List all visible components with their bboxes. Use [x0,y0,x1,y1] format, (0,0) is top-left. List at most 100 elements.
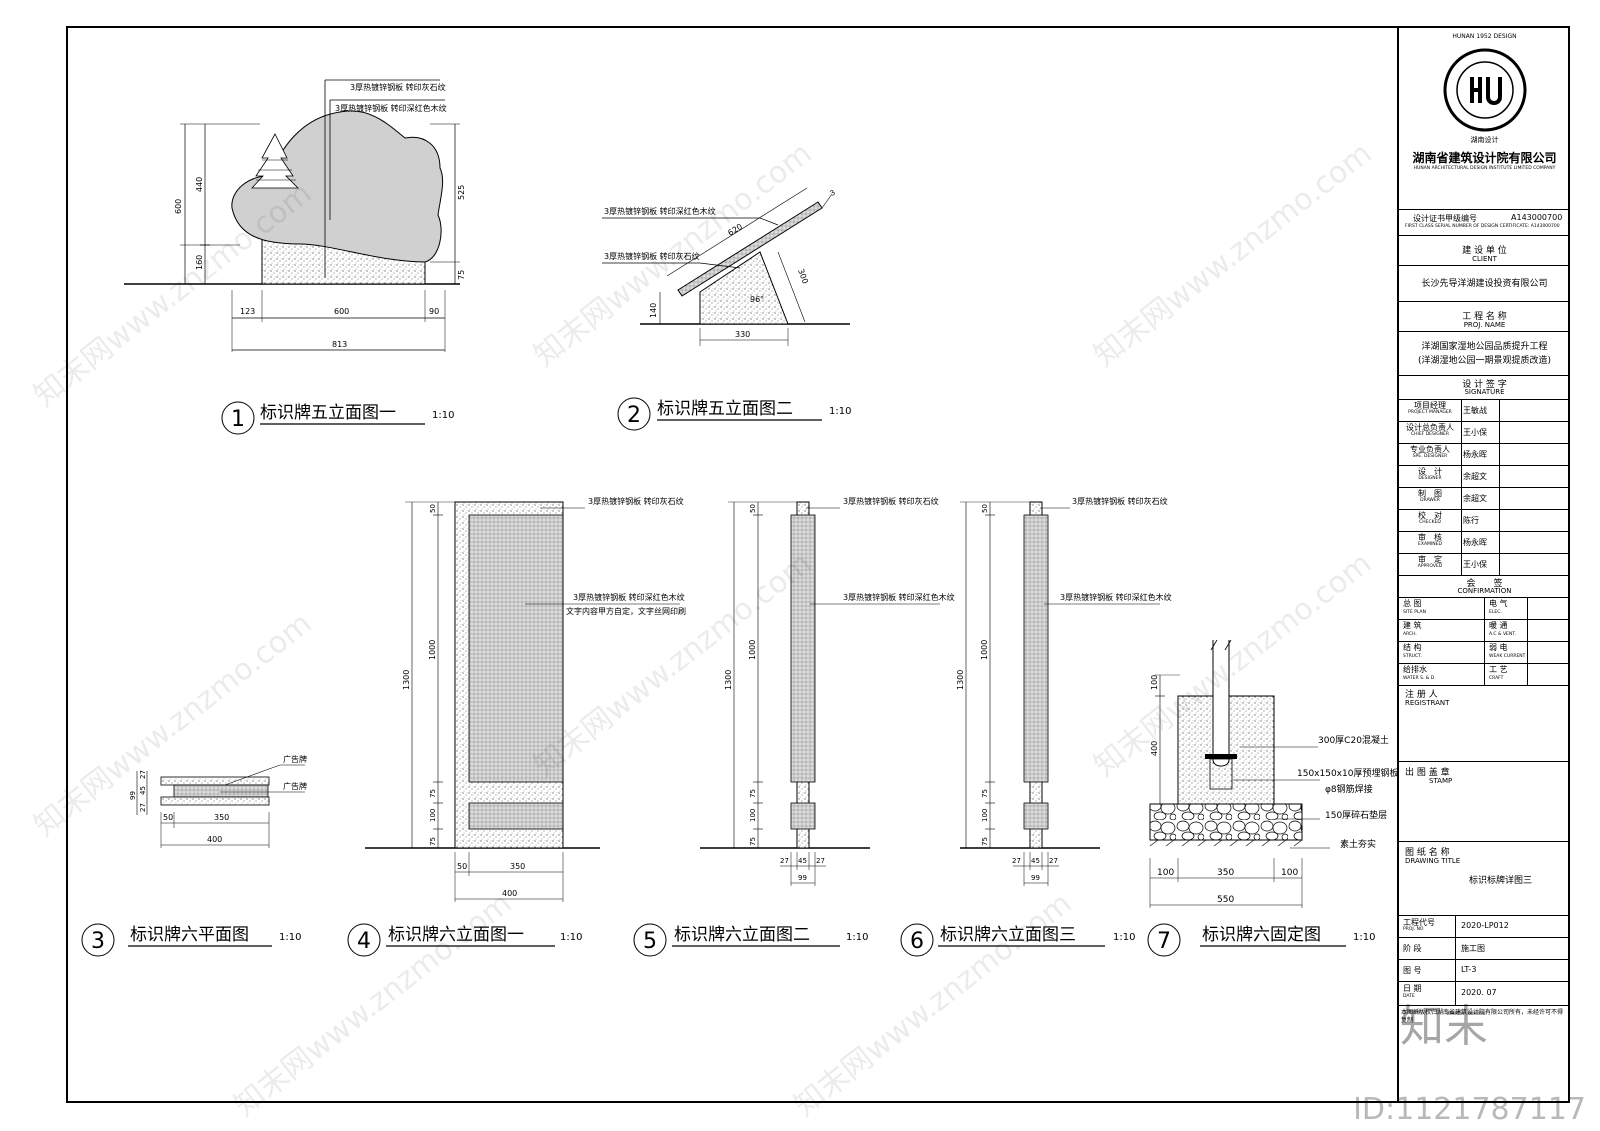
company-logo-icon [1443,48,1527,132]
cert-number: A143000700 [1511,213,1563,222]
stage-label: 阶 段 [1403,944,1422,953]
signature-name: 余超文 [1463,472,1487,481]
dim-v6-1000: 1000 [980,640,989,660]
dim-v3-400: 400 [207,835,222,844]
id-mark: ID:1121787117 [1353,1092,1586,1127]
view-2-elevation: 3厚热镀锌钢板 转印深红色木纹 3厚热镀锌钢板 转印灰石纹 620 3 300 … [602,187,851,431]
signature-name: 余超文 [1463,494,1487,503]
dim-v4-100: 100 [429,809,437,822]
dim-v1-75: 75 [457,270,466,280]
date-row: 日 期 DATE 2020. 07 [1399,981,1570,1006]
note-text-content: 文字内容甲方自定，文字丝网印刷 [566,606,686,616]
view-4-number: 4 [357,929,371,954]
dim-v5-45: 45 [798,857,807,865]
dim-v3-350: 350 [214,813,229,822]
registrant-label: 注 册 人 [1405,690,1438,700]
dim-v2-300: 300 [796,268,810,285]
dim-v2-angle: 96° [750,295,764,304]
dim-v5-1000: 1000 [748,640,757,660]
proj-name-line1: 洋湖国家湿地公园品质提升工程 [1421,342,1548,352]
sheet-frame [66,26,1570,1103]
dim-v5-75a: 75 [749,789,757,798]
dim-v1-600w: 600 [334,307,349,316]
proj-row: 洋湖国家湿地公园品质提升工程 (洋湖湿地公园一期景观提质改造) [1399,331,1570,376]
dim-v3-99: 99 [129,791,137,800]
note-grey-stone-1: 3厚热镀锌钢板 转印灰石纹 [350,82,446,92]
view-6-title: 标识牌六立面图三 [940,925,1076,945]
note-sign-board-a: 广告牌 [283,754,307,764]
note-red-wood-4: 3厚热镀锌钢板 转印深红色木纹 [573,592,685,602]
client-en: CLIENT [1472,255,1497,263]
signature-header: 设 计 签 字 SIGNATURE [1399,375,1570,400]
note-grey-stone-2: 3厚热镀锌钢板 转印灰石纹 [604,251,700,261]
dim-v1-123: 123 [240,307,255,316]
dim-v3-45: 45 [139,786,147,795]
dim-v5-75b: 75 [749,837,757,846]
dim-v6-75b: 75 [981,837,989,846]
dim-v4-75a: 75 [429,789,437,798]
dim-v1-160: 160 [195,255,204,270]
note-red-wood-1: 3厚热镀锌钢板 转印深红色木纹 [335,103,447,113]
drawing-title-label: 图 纸 名 称 [1405,848,1450,858]
sheet-row: 图 号 LT-3 [1399,959,1570,982]
tree-icon [251,133,299,189]
view-4-title: 标识牌六立面图一 [388,925,524,945]
proj-name-line2: (洋湖湿地公园一期景观提质改造) [1417,356,1552,366]
dim-v2-620: 620 [726,222,744,238]
stamp-en: STAMP [1429,777,1453,785]
logo-ring-text: HUNAN 1952 DESIGN [1452,33,1517,40]
dim-v7-550: 550 [1217,895,1234,905]
view-6-elevation: 3厚热镀锌钢板 转印灰石纹 3厚热镀锌钢板 转印深红色木纹 1300 50 10… [900,496,1172,957]
dim-v5-1300: 1300 [724,670,733,690]
proj-no-en: PROJ. NO [1403,927,1424,932]
dim-v1-440: 440 [195,177,204,192]
dim-v4-1000: 1000 [428,640,437,660]
client-row: 长沙先导洋湖建设投资有限公司 [1399,265,1570,302]
note-rebar: φ8钢筋焊接 [1325,783,1373,795]
dim-v3-27a: 27 [139,770,147,779]
confirmation-header: 会 签 CONFIRMATION [1399,575,1570,598]
view-2-number: 2 [627,403,641,428]
view-4-elevation: 3厚热镀锌钢板 转印灰石纹 3厚热镀锌钢板 转印深红色木纹 文字内容甲方自定，文… [347,496,686,957]
company-name-en: HUNAN ARCHITECTURAL DESIGN INSTITUTE LIM… [1413,166,1556,171]
dim-v7-350: 350 [1217,868,1234,878]
title-block: HUNAN 1952 DESIGN 湖南设计 湖南省建筑设计院有限公司 HUNA… [1398,29,1570,1101]
drawing-title: 标识标牌详图三 [1469,876,1533,886]
signature-name: 王小保 [1463,428,1487,437]
proj-en: PROJ. NAME [1463,321,1506,329]
dim-v1-813: 813 [332,340,347,349]
view-5-scale: 1:10 [846,932,868,943]
dim-v5-27a: 27 [780,857,789,865]
note-grey-stone-4: 3厚热镀锌钢板 转印灰石纹 [588,496,684,506]
signature-en: SIGNATURE [1464,388,1505,396]
view-1-title: 标识牌五立面图一 [260,403,396,423]
note-red-wood-6: 3厚热镀锌钢板 转印深红色木纹 [1060,592,1172,602]
drawing-title-en: DRAWING TITLE [1405,857,1461,865]
dim-v4-400: 400 [502,889,517,898]
note-concrete: 300厚C20混凝土 [1318,734,1389,746]
view-2-scale: 1:10 [829,406,851,417]
signature-label: 设 计 签 字 [1462,380,1507,390]
dim-v6-99: 99 [1031,874,1040,882]
view-6-scale: 1:10 [1113,932,1135,943]
client-name: 长沙先导洋湖建设投资有限公司 [1421,279,1548,289]
dim-v6-27a: 27 [1012,857,1021,865]
footer-note: 本图纸版权归湖南省建筑设计院有限公司所有，未经许可不得复制 [1401,1009,1564,1024]
view-3-number: 3 [91,929,105,954]
client-label-row: 建 设 单 位 CLIENT [1399,235,1570,266]
cert-en: FIRST CLASS SERIAL NUMBER OF DESIGN CERT… [1405,224,1560,229]
signature-name: 王敏战 [1463,406,1487,415]
dim-v5-99: 99 [798,874,807,882]
dim-v5-100: 100 [749,809,757,822]
note-red-wood-5: 3厚热镀锌钢板 转印深红色木纹 [843,592,955,602]
